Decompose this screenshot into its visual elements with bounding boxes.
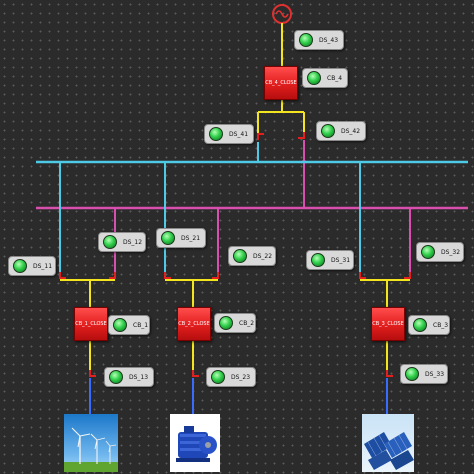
ds32-contact[interactable] xyxy=(404,272,411,279)
status-led-icon xyxy=(113,318,127,332)
status-led-icon xyxy=(219,316,233,330)
status-led-icon xyxy=(405,367,419,381)
disconnector-tag-ds22[interactable]: DS_22 xyxy=(228,246,276,266)
disconnector-tag-ds33[interactable]: DS_33 xyxy=(400,364,448,384)
breaker-cb2-label: CB_2_CLOSE xyxy=(178,321,210,327)
breaker-cb4[interactable]: CB_4_CLOSE xyxy=(264,66,298,100)
status-led-icon xyxy=(421,245,435,259)
breaker-cb2[interactable]: CB_2_CLOSE xyxy=(177,307,211,341)
electric-motor-icon xyxy=(170,414,220,472)
wind-turbine-icon xyxy=(64,414,118,472)
ds13-contact[interactable] xyxy=(89,370,96,377)
disconnector-tag-ds11[interactable]: DS_11 xyxy=(8,256,56,276)
breaker-status-tag-cb1[interactable]: CB_1 xyxy=(108,315,150,335)
status-led-icon xyxy=(413,318,427,332)
ds42-contact[interactable] xyxy=(298,132,305,139)
status-led-icon xyxy=(299,33,313,47)
status-led-icon xyxy=(233,249,247,263)
breaker-status-tag-cb4[interactable]: CB_4 xyxy=(302,68,348,88)
ds11-contact[interactable] xyxy=(59,272,66,279)
status-led-icon xyxy=(321,124,335,138)
solar-panel-icon xyxy=(362,414,414,472)
breaker-status-tag-cb2[interactable]: CB_2 xyxy=(214,313,256,333)
disconnector-tag-ds13[interactable]: DS_13 xyxy=(104,367,154,387)
breaker-cb3[interactable]: CB_3_CLOSE xyxy=(371,307,405,341)
disconnector-tag-ds23[interactable]: DS_23 xyxy=(206,367,256,387)
disconnector-tag-ds42[interactable]: DS_42 xyxy=(316,121,366,141)
breaker-status-tag-cb3[interactable]: CB_3 xyxy=(408,315,450,335)
status-led-icon xyxy=(161,231,175,245)
ds21-contact[interactable] xyxy=(164,272,171,279)
breaker-cb1[interactable]: CB_1_CLOSE xyxy=(74,307,108,341)
disconnector-tag-ds12[interactable]: DS_12 xyxy=(98,232,146,252)
status-led-icon xyxy=(103,235,117,249)
ds22-contact[interactable] xyxy=(212,272,219,279)
disconnector-tag-ds32[interactable]: DS_32 xyxy=(416,242,464,262)
status-led-icon xyxy=(311,253,325,267)
disconnector-tag-ds21[interactable]: DS_21 xyxy=(156,228,206,248)
disconnector-tag-ds43[interactable]: DS_43 xyxy=(294,30,344,50)
ac-generator-icon[interactable] xyxy=(272,4,292,24)
status-led-icon xyxy=(13,259,27,273)
ds31-contact[interactable] xyxy=(359,272,366,279)
status-led-icon xyxy=(109,370,123,384)
ds23-contact[interactable] xyxy=(192,370,199,377)
ds33-contact[interactable] xyxy=(386,370,393,377)
disconnector-tag-ds31[interactable]: DS_31 xyxy=(306,250,354,270)
breaker-cb3-label: CB_3_CLOSE xyxy=(372,321,404,327)
ds12-contact[interactable] xyxy=(109,272,116,279)
status-led-icon xyxy=(211,370,225,384)
breaker-cb4-label: CB_4_CLOSE xyxy=(265,80,297,86)
disconnector-tag-ds41[interactable]: DS_41 xyxy=(204,124,254,144)
status-led-icon xyxy=(209,127,223,141)
ds41-contact[interactable] xyxy=(257,133,264,140)
breaker-cb1-label: CB_1_CLOSE xyxy=(75,321,107,327)
status-led-icon xyxy=(307,71,321,85)
